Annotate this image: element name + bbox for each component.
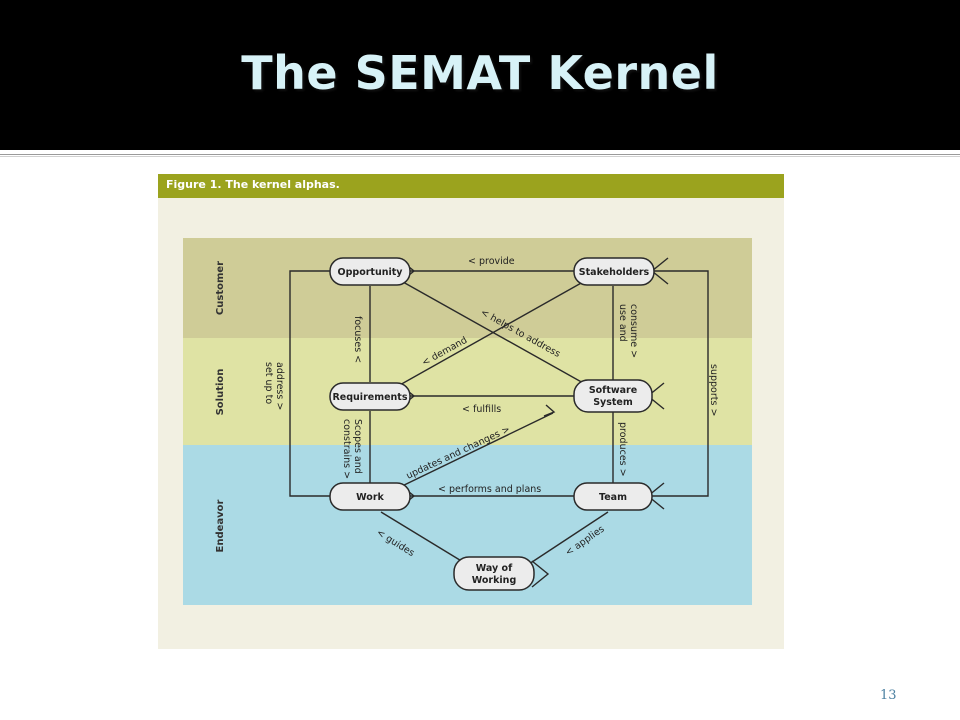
use-and-consume-label-line2: consume > xyxy=(628,304,639,358)
use-and-consume-label-line1: use and xyxy=(617,304,628,342)
work-alpha xyxy=(329,482,411,511)
applies-relation-line xyxy=(525,511,609,567)
kernel-figure: Figure 1. The kernel alphas. Customer So… xyxy=(158,174,784,649)
divider-line xyxy=(0,154,960,155)
supports-label: supports > xyxy=(708,364,719,416)
requirements-label: Requirements xyxy=(332,392,407,403)
helps-address-relation-line xyxy=(402,281,586,385)
way-of-working-alpha xyxy=(453,556,535,591)
title-bar: The SEMAT Kernel xyxy=(0,0,960,150)
page-number: 13 xyxy=(880,688,897,703)
scopes-and-constrains-label-line1: Scopes and xyxy=(352,419,363,474)
way-of-working-right-mark xyxy=(531,560,550,588)
set-up-to-address-relation-line xyxy=(289,270,333,497)
set-up-to-address-label-line1: set up to xyxy=(263,362,274,404)
set-up-to-address-label-line2: address > xyxy=(274,362,285,410)
scopes-and-constrains-label-line2: constrains > xyxy=(341,419,352,479)
guides-relation-line xyxy=(380,511,469,566)
way-of-working-label-line2: Working xyxy=(472,575,517,586)
supports-relation-line xyxy=(651,270,709,497)
opportunity-label: Opportunity xyxy=(338,267,404,278)
customer-band xyxy=(183,238,752,338)
updates-changes-relation-line xyxy=(397,412,554,489)
produces-label: produces > xyxy=(617,422,628,477)
kernel-alphas-diagram: Customer Solution Endeavor xyxy=(183,238,752,605)
demand-relation-line xyxy=(397,281,584,387)
focuses-label: focuses < xyxy=(352,316,363,363)
requirements-alpha xyxy=(329,382,411,411)
team-label: Team xyxy=(599,492,627,503)
software-system-label-line1: Software xyxy=(589,385,637,396)
software-system-label-line2: System xyxy=(593,397,633,408)
updates-arrowhead xyxy=(543,404,556,417)
team-alpha xyxy=(573,482,653,511)
software-system-alpha xyxy=(573,379,653,413)
solution-band xyxy=(183,338,752,445)
opportunity-alpha xyxy=(329,257,411,286)
work-label: Work xyxy=(356,492,384,503)
solution-area-label: Solution xyxy=(215,369,226,416)
stakeholders-label: Stakeholders xyxy=(579,267,650,278)
performs-and-plans-label: < performs and plans xyxy=(438,484,541,495)
fulfills-label: < fulfills xyxy=(462,404,501,415)
figure-caption-bar: Figure 1. The kernel alphas. xyxy=(158,174,784,198)
way-of-working-label-line1: Way of xyxy=(476,563,513,574)
customer-area-label: Customer xyxy=(215,261,226,315)
slide-title: The SEMAT Kernel xyxy=(241,46,719,100)
figure-caption: Figure 1. The kernel alphas. xyxy=(166,178,340,191)
divider-line-secondary xyxy=(0,156,960,157)
stakeholders-alpha xyxy=(573,257,655,286)
provide-label: < provide xyxy=(468,256,515,267)
endeavor-area-label: Endeavor xyxy=(215,499,226,552)
